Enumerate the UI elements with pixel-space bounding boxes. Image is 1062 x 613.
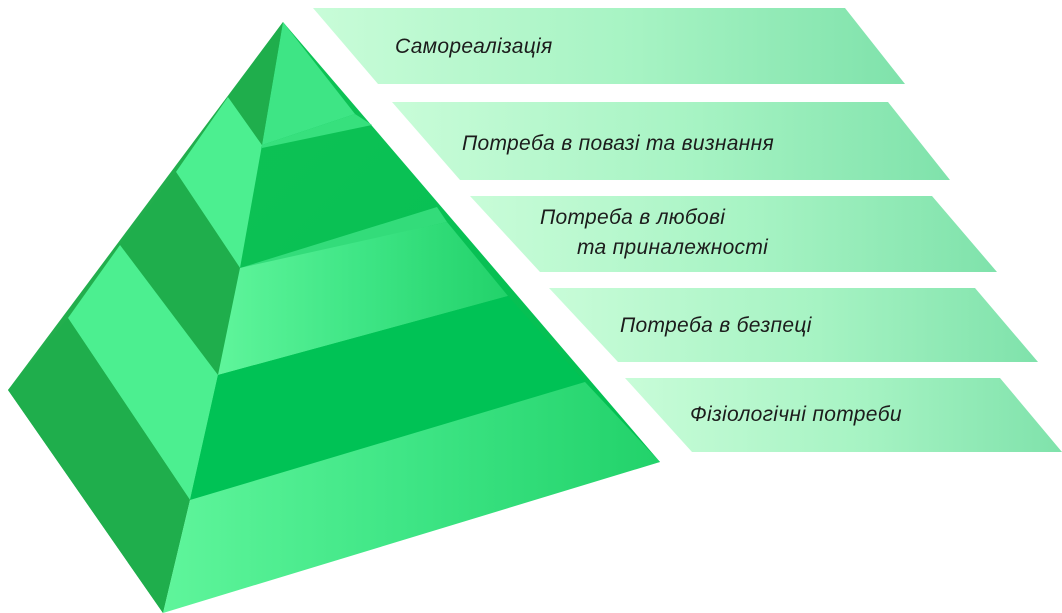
pyramid-cap — [262, 22, 355, 145]
label-band-5 — [625, 378, 1062, 452]
left-step-band-2 — [120, 172, 240, 375]
level-label-safety: Потреба в безпеці — [620, 314, 813, 337]
label-band-2 — [392, 102, 950, 180]
label-band-3 — [470, 196, 997, 272]
front-step-4-face — [163, 382, 660, 613]
pyramid-cap-left — [228, 22, 283, 145]
left-step-band-3 — [68, 245, 218, 500]
left-step-band-4 — [8, 318, 190, 613]
level-label-physiological: Фізіологічні потреби — [690, 403, 902, 426]
front-step-3-face — [190, 296, 585, 500]
front-step-2 — [240, 207, 447, 270]
level-label-love-line-2: та приналежності — [577, 236, 769, 259]
label-band-1 — [313, 8, 905, 84]
level-label-love-line-1: Потреба в любові — [540, 206, 726, 229]
level-label-esteem: Потреба в повазі та визнання — [462, 132, 774, 155]
front-step-1 — [262, 114, 372, 148]
left-step-band-1b — [176, 97, 262, 268]
label-band-4 — [549, 288, 1038, 362]
level-label-self-actualization: Самореалізація — [395, 35, 553, 58]
front-step-2-face — [218, 222, 508, 375]
